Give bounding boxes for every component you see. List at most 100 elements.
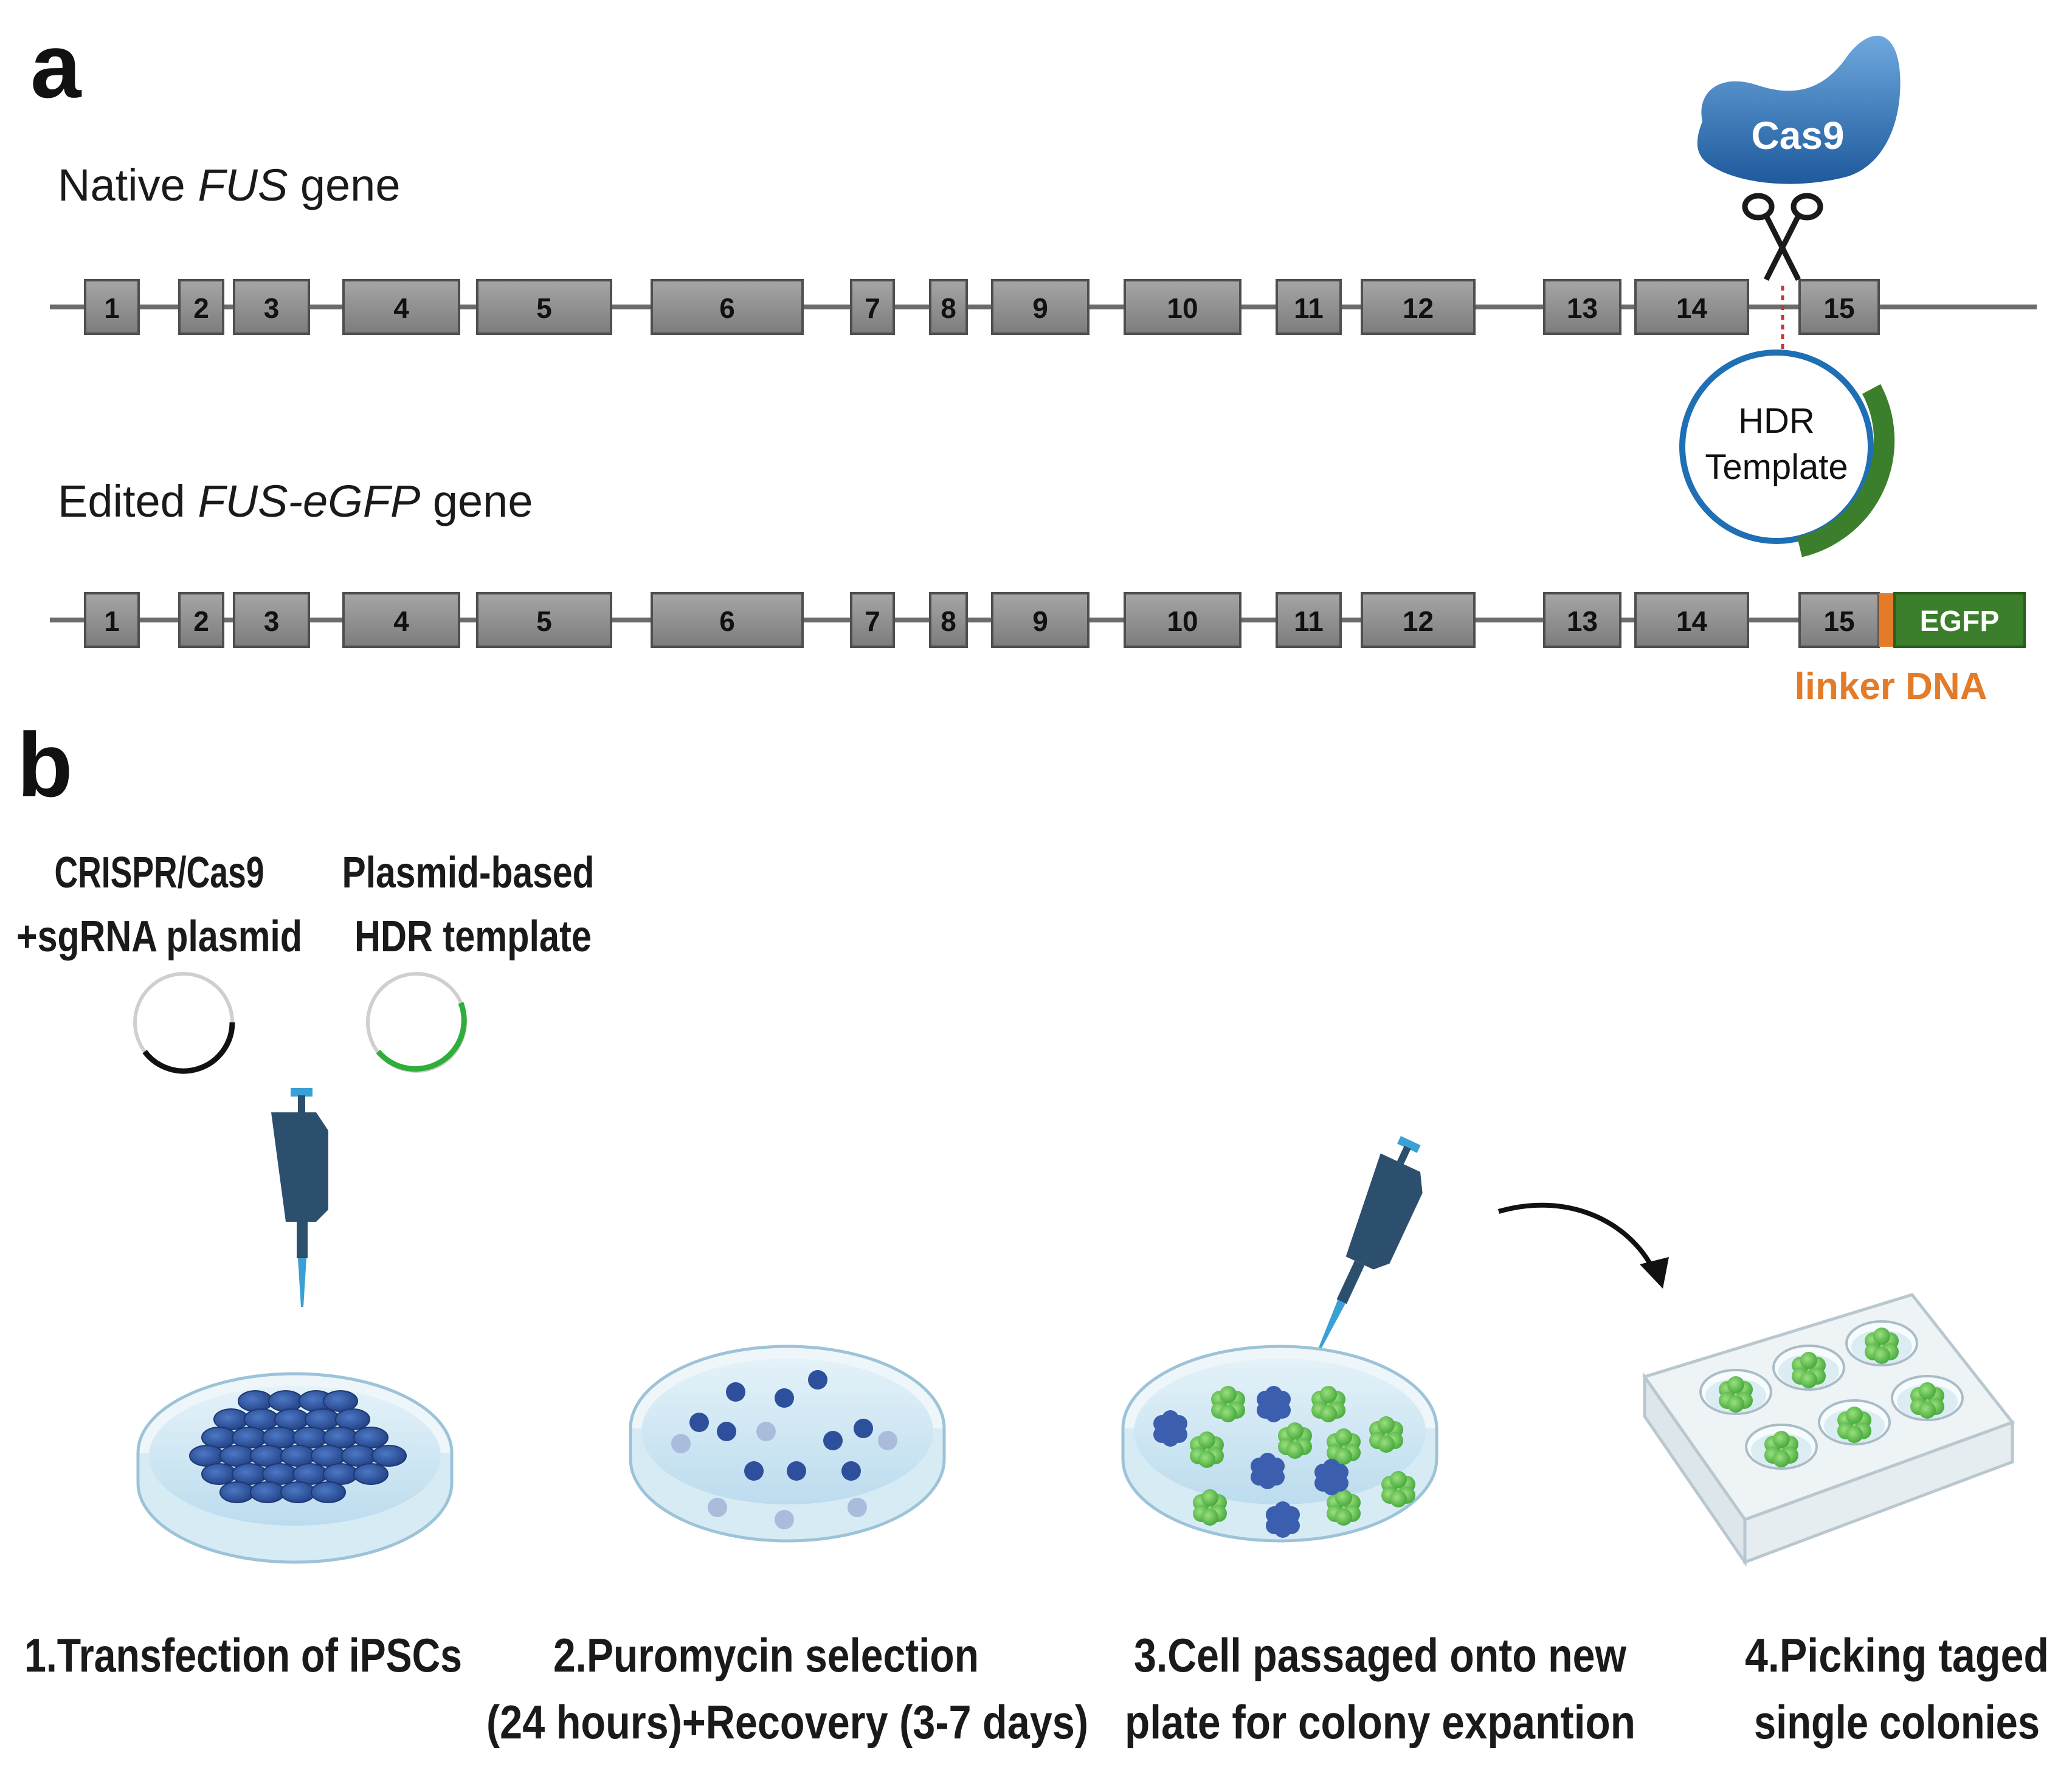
cell bbox=[841, 1461, 861, 1481]
exon-label: 15 bbox=[1823, 605, 1854, 637]
blue-colony bbox=[1257, 1386, 1291, 1422]
cell bbox=[250, 1481, 285, 1503]
step-3-label-line1: 3.Cell passaged onto new bbox=[1134, 1628, 1626, 1682]
petri-dish-transfection bbox=[136, 1372, 454, 1564]
cell bbox=[311, 1481, 346, 1503]
exon-5: 5 bbox=[476, 279, 612, 335]
plate-well bbox=[1845, 1320, 1918, 1366]
cell bbox=[292, 1427, 328, 1448]
green-colony bbox=[1381, 1471, 1415, 1507]
green-colony bbox=[1193, 1489, 1227, 1526]
exon-15: 15 bbox=[1798, 592, 1880, 648]
exon-label: 15 bbox=[1823, 292, 1854, 324]
petri-dish-selection bbox=[629, 1345, 946, 1543]
exon-12: 12 bbox=[1361, 592, 1476, 648]
crispr-plasmid-icon bbox=[133, 972, 235, 1074]
green-colony bbox=[1865, 1328, 1899, 1364]
cell bbox=[250, 1445, 285, 1467]
cell bbox=[292, 1463, 328, 1485]
exon-11: 11 bbox=[1276, 592, 1342, 648]
cell bbox=[671, 1434, 691, 1453]
egfp-segment: EGFP bbox=[1893, 592, 2026, 648]
green-colony bbox=[1190, 1431, 1224, 1468]
exon-9: 9 bbox=[991, 592, 1090, 648]
exon-14: 14 bbox=[1634, 592, 1749, 648]
native-gene-title: Native FUS gene bbox=[58, 160, 401, 210]
six-well-plate bbox=[1642, 1293, 2015, 1568]
step-4-label-line1: 4.Picking taged bbox=[1745, 1628, 2049, 1682]
cell bbox=[353, 1427, 388, 1448]
exon-label: 12 bbox=[1403, 292, 1434, 324]
cell bbox=[808, 1370, 827, 1390]
cell bbox=[311, 1445, 346, 1467]
exon-14: 14 bbox=[1634, 279, 1749, 335]
hdr-plasmid-label-line1: Plasmid-based bbox=[342, 849, 595, 897]
egfp-label: EGFP bbox=[1920, 605, 2000, 638]
hdr-template-plasmid-icon bbox=[366, 972, 467, 1073]
crispr-plasmid-label-line1: CRISPR/Cas9 bbox=[55, 849, 264, 897]
cell bbox=[823, 1431, 843, 1450]
cell bbox=[689, 1413, 709, 1432]
cell bbox=[262, 1427, 297, 1448]
blue-colony bbox=[1314, 1459, 1349, 1495]
exon-3: 3 bbox=[233, 592, 310, 648]
exon-13: 13 bbox=[1543, 279, 1621, 335]
exon-label: 4 bbox=[393, 292, 409, 324]
green-colony bbox=[1211, 1386, 1245, 1422]
exon-label: 7 bbox=[865, 292, 880, 324]
green-colony bbox=[1278, 1422, 1312, 1459]
cell bbox=[244, 1408, 279, 1430]
exon-label: 7 bbox=[865, 605, 880, 637]
pipette-icon bbox=[1317, 1135, 1423, 1352]
cell bbox=[353, 1463, 388, 1485]
step-4-label-line2: single colonies bbox=[1754, 1695, 2040, 1749]
exon-label: 8 bbox=[941, 292, 956, 324]
plate-well bbox=[1745, 1424, 1818, 1470]
exon-label: 2 bbox=[193, 605, 209, 637]
cell bbox=[854, 1419, 873, 1438]
exon-label: 14 bbox=[1676, 292, 1708, 324]
cell bbox=[232, 1463, 267, 1485]
green-colony bbox=[1792, 1352, 1826, 1388]
crispr-plasmid-label-line2: +sgRNA plasmid bbox=[16, 912, 302, 961]
plate-well bbox=[1891, 1375, 1964, 1421]
edited-gene-title: Edited FUS-eGFP gene bbox=[58, 476, 533, 526]
cell bbox=[744, 1461, 764, 1481]
cell bbox=[219, 1481, 255, 1503]
exon-9: 9 bbox=[991, 279, 1090, 335]
cell bbox=[775, 1388, 794, 1408]
cell bbox=[787, 1461, 806, 1481]
exon-label: 14 bbox=[1676, 605, 1708, 637]
cell bbox=[848, 1498, 867, 1517]
exon-3: 3 bbox=[233, 279, 310, 335]
green-colony bbox=[1719, 1376, 1753, 1413]
cell bbox=[305, 1408, 340, 1430]
cell bbox=[878, 1431, 897, 1450]
petri-dish-expansion bbox=[1121, 1345, 1438, 1543]
exon-label: 13 bbox=[1567, 292, 1598, 324]
cell bbox=[717, 1422, 736, 1441]
step-2-label-line2: (24 hours)+Recovery (3-7 days) bbox=[486, 1695, 1088, 1749]
green-colony bbox=[1369, 1416, 1403, 1453]
exon-1: 1 bbox=[84, 279, 140, 335]
exon-2: 2 bbox=[178, 279, 224, 335]
plate-well bbox=[1818, 1399, 1891, 1445]
exon-label: 12 bbox=[1403, 605, 1434, 637]
exon-label: 5 bbox=[536, 292, 552, 324]
exon-10: 10 bbox=[1124, 279, 1241, 335]
exon-2: 2 bbox=[178, 592, 224, 648]
curved-arrow-icon bbox=[1497, 1202, 1669, 1289]
linker-dna-label: linker DNA bbox=[1795, 666, 1987, 708]
green-colony bbox=[1837, 1407, 1871, 1443]
exon-label: 10 bbox=[1167, 605, 1198, 637]
exon-label: 11 bbox=[1294, 292, 1324, 324]
step-2-label-line1: 2.Puromycin selection bbox=[553, 1628, 979, 1682]
exon-11: 11 bbox=[1276, 279, 1342, 335]
cell bbox=[708, 1498, 727, 1517]
exon-7: 7 bbox=[850, 279, 895, 335]
green-colony bbox=[1764, 1431, 1798, 1467]
exon-4: 4 bbox=[342, 279, 460, 335]
hdr-template-plasmid bbox=[1679, 350, 1895, 557]
exon-label: 3 bbox=[264, 292, 280, 324]
